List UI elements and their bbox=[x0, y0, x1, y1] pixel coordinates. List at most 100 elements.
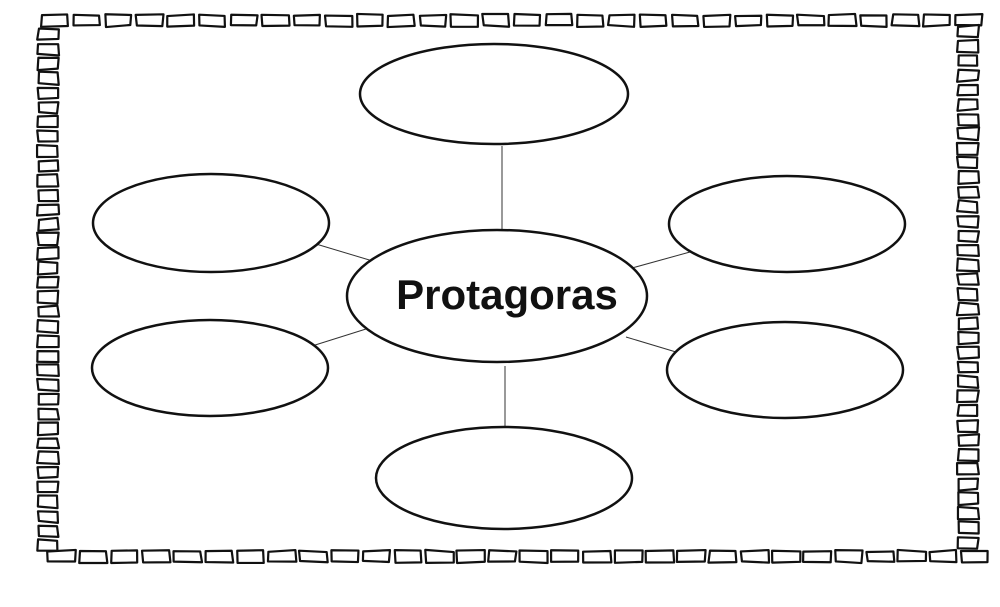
frame-segment bbox=[292, 13, 321, 27]
bubble-top[interactable] bbox=[358, 42, 630, 146]
frame-segment bbox=[36, 450, 61, 466]
frame-segment bbox=[37, 188, 60, 203]
frame-segment bbox=[36, 275, 60, 289]
frame-segment bbox=[956, 244, 980, 258]
frame-segment bbox=[518, 549, 549, 565]
frame-segment bbox=[229, 13, 259, 27]
frame-segment bbox=[36, 510, 60, 524]
frame-segment bbox=[36, 465, 60, 480]
frame-segment bbox=[956, 83, 980, 97]
bubble-lower-right[interactable] bbox=[665, 320, 905, 420]
frame-segment bbox=[827, 12, 858, 28]
connector-upper-left bbox=[315, 243, 377, 263]
frame-segment bbox=[956, 287, 979, 302]
frame-segment bbox=[481, 12, 511, 28]
frame-segment bbox=[959, 549, 989, 564]
frame-segment bbox=[956, 98, 979, 112]
frame-segment bbox=[957, 433, 981, 447]
frame-segment bbox=[956, 126, 981, 142]
frame-segment bbox=[956, 419, 980, 434]
frame-segment bbox=[957, 316, 980, 331]
frame-segment bbox=[37, 101, 60, 115]
frame-segment bbox=[36, 173, 60, 188]
frame-segment bbox=[802, 550, 833, 564]
frame-segment bbox=[957, 477, 980, 492]
frame-segment bbox=[865, 550, 896, 563]
frame-segment bbox=[393, 549, 423, 564]
bubble-upper-left[interactable] bbox=[91, 172, 331, 274]
frame-segment bbox=[37, 392, 60, 406]
frame-segment bbox=[956, 374, 980, 389]
frame-segment bbox=[956, 505, 981, 521]
frame-segment bbox=[36, 203, 61, 217]
frame-segment bbox=[956, 68, 981, 83]
frame-segment bbox=[236, 549, 265, 565]
frame-segment bbox=[956, 23, 981, 39]
frame-segment bbox=[955, 461, 980, 476]
frame-segment bbox=[957, 229, 981, 244]
frame-segment bbox=[733, 14, 763, 28]
frame-segment bbox=[36, 334, 60, 349]
frame-segment bbox=[956, 389, 980, 404]
frame-segment bbox=[581, 549, 613, 564]
frame-segment bbox=[928, 548, 958, 564]
frame-segment bbox=[37, 159, 60, 173]
frame-segment bbox=[36, 289, 60, 305]
frame-segment bbox=[670, 13, 700, 28]
frame-segment bbox=[36, 56, 60, 72]
frame-segment bbox=[172, 550, 204, 564]
frame-segment bbox=[956, 113, 980, 127]
frame-segment bbox=[770, 549, 802, 564]
frame-segment bbox=[455, 548, 486, 565]
frame-segment bbox=[36, 480, 60, 494]
frame-segment bbox=[110, 549, 139, 565]
frame-segment bbox=[36, 377, 60, 393]
frame-segment bbox=[702, 13, 732, 29]
frame-segment bbox=[956, 185, 981, 199]
frame-segment bbox=[166, 13, 196, 28]
frame-segment bbox=[956, 199, 979, 214]
frame-segment bbox=[955, 301, 981, 317]
frame-segment bbox=[260, 13, 291, 28]
frame-segment bbox=[955, 141, 980, 156]
frame-segment bbox=[36, 494, 59, 510]
frame-segment bbox=[37, 70, 60, 86]
bubble-bottom[interactable] bbox=[374, 425, 634, 531]
frame-segment bbox=[957, 520, 980, 535]
frame-segment bbox=[36, 421, 60, 437]
frame-segment bbox=[956, 536, 980, 550]
frame-segment bbox=[957, 330, 980, 346]
frame-segment bbox=[890, 13, 921, 28]
bubble-lower-left[interactable] bbox=[90, 318, 330, 418]
frame-segment bbox=[544, 12, 574, 27]
frame-segment bbox=[35, 143, 59, 159]
frame-segment bbox=[957, 169, 981, 185]
bubble-upper-right[interactable] bbox=[667, 174, 907, 274]
frame-segment bbox=[104, 13, 133, 29]
frame-segment bbox=[954, 13, 984, 27]
frame-segment bbox=[36, 231, 60, 247]
center-title: Protagoras bbox=[396, 271, 618, 318]
frame-segment bbox=[956, 345, 980, 360]
frame-segment bbox=[36, 129, 59, 143]
frame-segment bbox=[37, 524, 60, 538]
frame-segment bbox=[576, 13, 605, 29]
frame-segment bbox=[739, 548, 771, 564]
frame-segment bbox=[297, 549, 329, 564]
frame-segment bbox=[37, 407, 61, 421]
frame-segment bbox=[956, 447, 980, 463]
frame-segment bbox=[487, 549, 518, 563]
frame-segment bbox=[707, 549, 738, 564]
frame-segment bbox=[36, 319, 60, 335]
frame-segment bbox=[955, 257, 980, 273]
connector-upper-right bbox=[631, 251, 691, 269]
frame-segment bbox=[39, 13, 69, 28]
frame-segment bbox=[955, 155, 979, 170]
frame-segment bbox=[134, 13, 165, 28]
frame-segment bbox=[36, 437, 61, 450]
frame-segment bbox=[386, 13, 416, 29]
frame-segment bbox=[37, 304, 61, 318]
frame-segment bbox=[957, 491, 980, 507]
frame-segment bbox=[606, 13, 636, 28]
